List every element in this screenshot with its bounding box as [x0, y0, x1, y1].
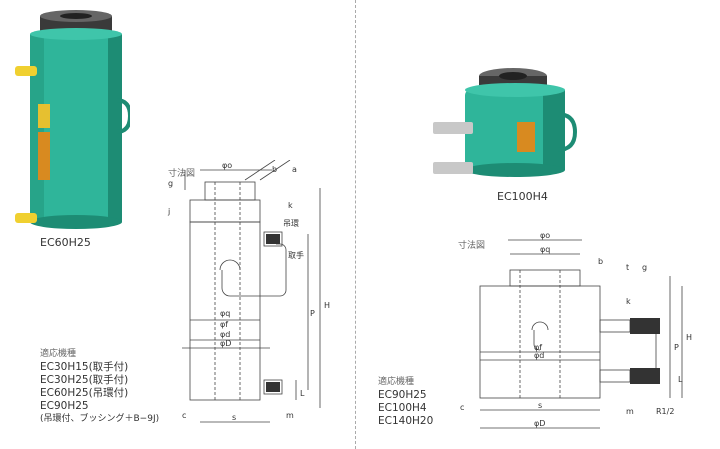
label-L: L — [300, 389, 305, 398]
model-item: EC90H25 — [40, 400, 89, 412]
product-caption: EC100H4 — [497, 190, 548, 203]
label-m: m — [286, 411, 294, 420]
label-s: s — [538, 401, 542, 410]
dimension-drawing-right: φo φq b t g k φf φd φD P H L c s m R1/2 — [460, 231, 692, 429]
model-item: EC90H25 — [378, 389, 427, 401]
label-j: j — [167, 207, 170, 216]
label-phi-q: φq — [540, 245, 550, 254]
label-H: H — [686, 333, 692, 342]
models-header: 適応機種 — [40, 349, 77, 359]
product-photo-ec60h25 — [15, 10, 130, 229]
label-phi-o: φo — [540, 231, 550, 240]
dimension-drawing-left: φo b a g j k 吊環 取手 φq φf φd φD P H L c s… — [167, 160, 330, 423]
label-phi-D: φD — [534, 419, 545, 428]
models-list-right: 適応機種 EC90H25 EC100H4 EC140H20 — [378, 376, 433, 428]
label-b: b — [272, 165, 277, 174]
label-phi-D: φD — [220, 339, 231, 348]
label-t: t — [626, 263, 629, 272]
label-k: k — [626, 297, 631, 306]
model-item: EC30H15(取手付) — [40, 361, 129, 373]
label-P: P — [674, 343, 679, 352]
label-s: s — [232, 413, 236, 422]
drawing-header: 寸法図 — [458, 241, 486, 251]
label-phi-q: φq — [220, 309, 230, 318]
label-c: c — [460, 403, 464, 412]
label-phi-d: φd — [534, 351, 544, 360]
label-c: c — [182, 411, 186, 420]
label-P: P — [310, 309, 315, 318]
product-photo-ec100h4 — [433, 68, 578, 177]
panel-divider — [355, 0, 356, 449]
label-g: g — [642, 263, 647, 272]
label-b: b — [598, 257, 603, 266]
label-g: g — [168, 179, 173, 188]
label-handle: 取手 — [288, 250, 304, 260]
label-eyebolt: 吊環 — [283, 219, 299, 228]
label-R: R1/2 — [656, 407, 674, 416]
model-item: EC100H4 — [378, 402, 427, 414]
model-item: (吊環付、ブッシング＋B−9J) — [40, 414, 160, 424]
drawing-header: 寸法図 — [168, 169, 196, 179]
label-L: L — [678, 375, 683, 384]
label-phi-o: φo — [222, 161, 232, 170]
label-m: m — [626, 407, 634, 416]
models-list-left: 適応機種 EC30H15(取手付) EC30H25(取手付) EC60H25(吊… — [40, 348, 159, 426]
label-phi-d: φd — [220, 330, 230, 339]
product-caption: EC60H25 — [40, 236, 91, 249]
model-item: EC60H25(吊環付) — [40, 387, 129, 399]
label-H: H — [324, 301, 330, 310]
label-phi-f: φf — [220, 320, 228, 329]
models-header: 適応機種 — [378, 377, 415, 387]
model-item: EC30H25(取手付) — [40, 374, 129, 386]
model-item: EC140H20 — [378, 415, 434, 427]
label-a: a — [292, 165, 297, 174]
label-phi-f: φf — [534, 343, 542, 352]
label-k: k — [288, 201, 293, 210]
